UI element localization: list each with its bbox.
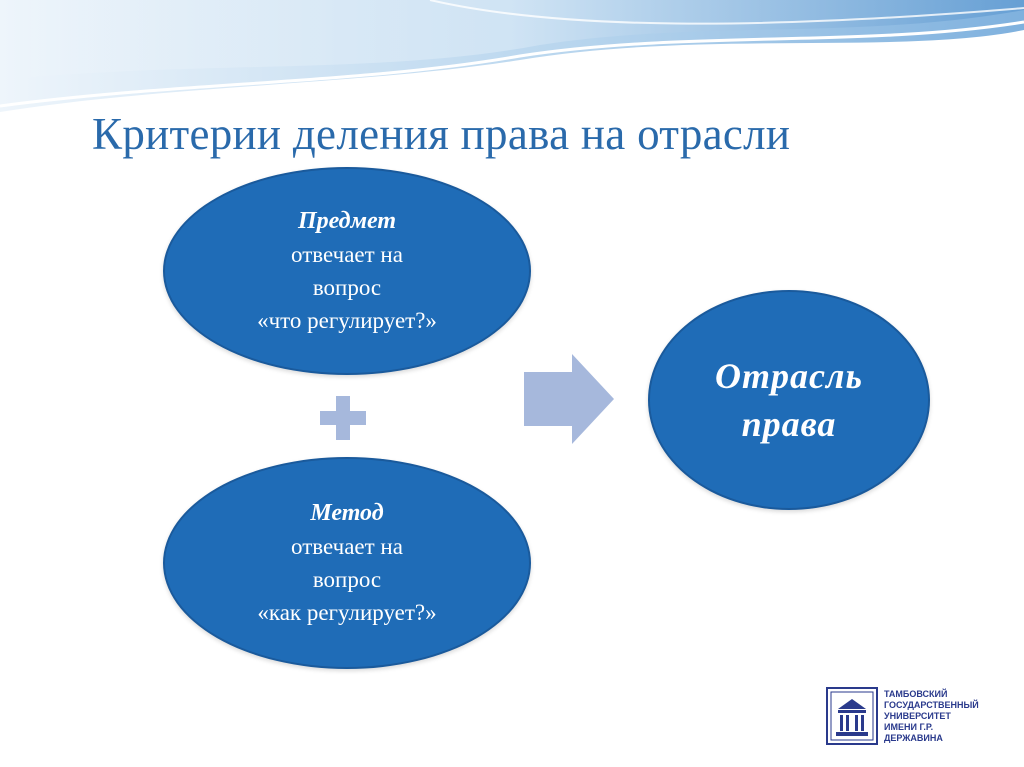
- university-building-icon: [826, 687, 878, 745]
- method-line-3: «как регулирует?»: [257, 600, 437, 625]
- subject-line-1: отвечает на: [291, 242, 403, 267]
- decorative-wave-header: [0, 0, 1024, 112]
- method-oval: Метод отвечает на вопрос «как регулирует…: [163, 457, 531, 669]
- logo-line-3: университет: [884, 710, 951, 721]
- plus-icon: [320, 396, 366, 440]
- logo-line-2: государственный: [884, 699, 979, 710]
- subject-heading: Предмет: [297, 208, 397, 234]
- logo-line-4: имени Г.Р. Державина: [884, 721, 943, 743]
- logo-line-1: Тамбовский: [884, 688, 948, 699]
- result-oval: Отрасль права: [648, 290, 930, 510]
- university-logo: Тамбовский государственный университет и…: [826, 684, 988, 748]
- result-line-1: Отрасль: [715, 356, 863, 396]
- result-line-2: права: [741, 404, 837, 444]
- arrow-right-icon: [524, 354, 614, 444]
- method-heading: Метод: [310, 500, 384, 526]
- subject-oval: Предмет отвечает на вопрос «что регулиру…: [163, 167, 531, 375]
- subject-line-2: вопрос: [312, 275, 382, 300]
- method-line-1: отвечает на: [291, 534, 403, 559]
- method-line-2: вопрос: [312, 567, 382, 592]
- slide-title: Критерии деления права на отрасли: [92, 109, 791, 159]
- subject-line-3: «что регулирует?»: [257, 308, 437, 333]
